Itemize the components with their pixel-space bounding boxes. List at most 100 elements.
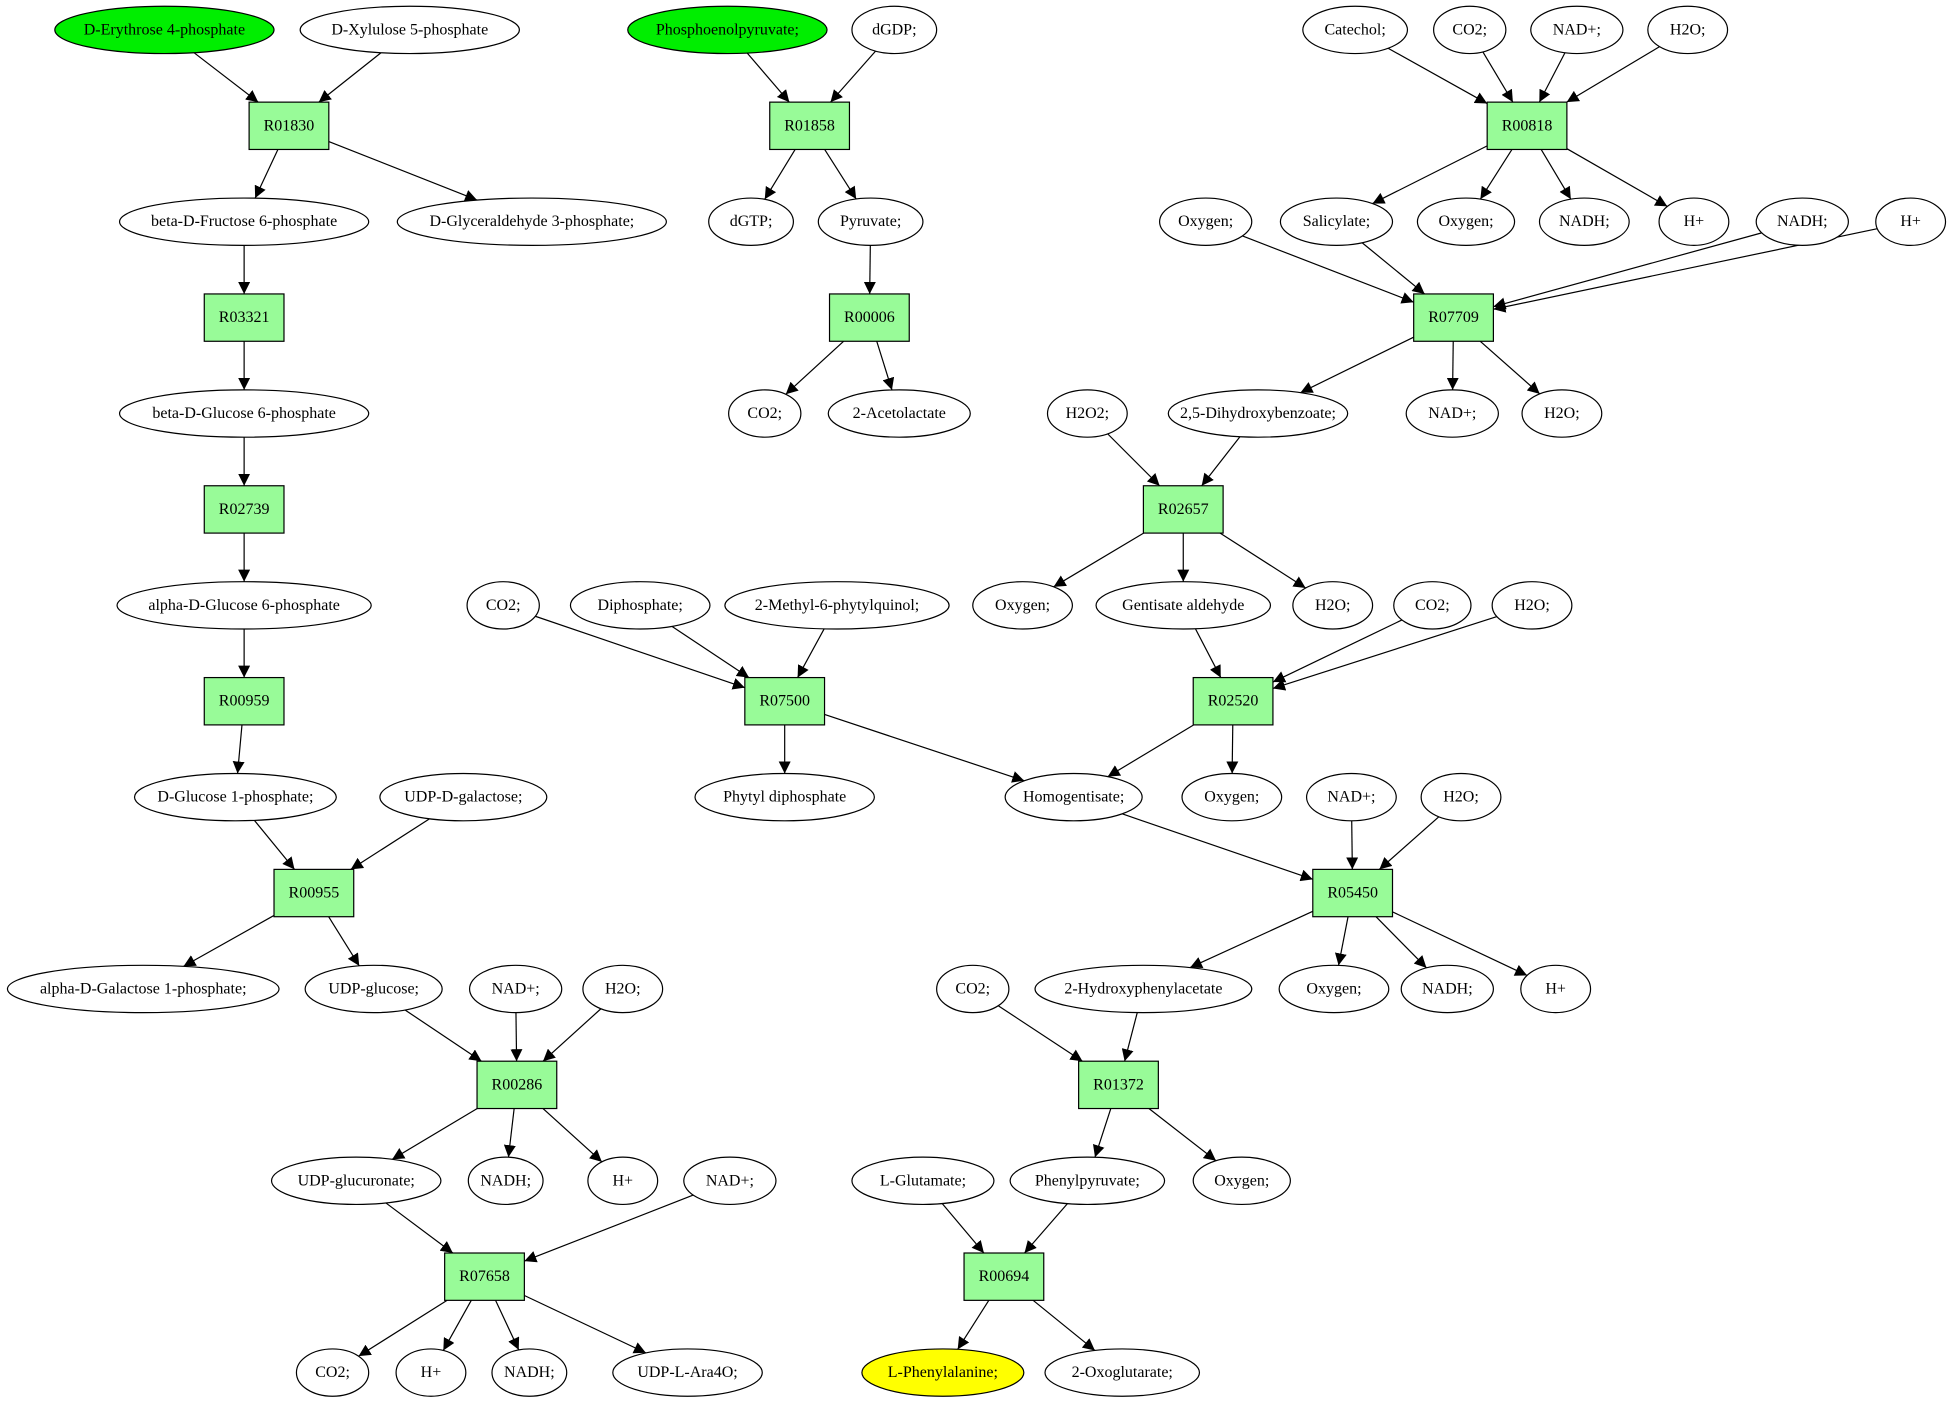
compound-label: Salicylate; [1303,213,1371,230]
compound-ellipse [1034,964,1253,1014]
edge-h2o_f-to-r02520 [1272,616,1498,691]
compound-node-g1p: D-Glucose 1-phosphate; [133,772,337,822]
compound-label: Phytyl diphosphate [723,789,846,806]
compound-ellipse [467,1156,544,1206]
compound-ellipse [1755,197,1849,246]
reaction-label: R02657 [1158,501,1209,518]
compound-node-udpara: UDP-L-Ara4O; [612,1348,763,1397]
edge-udpgal-to-r00955 [350,818,430,870]
compound-label: NADH; [504,1364,555,1381]
compound-ellipse [1302,5,1409,55]
reaction-label: R00959 [219,693,270,710]
compound-node-lglu: L-Glutamate; [851,1156,995,1206]
compound-ellipse [304,964,443,1014]
compound-ellipse [1305,772,1397,822]
compound-ellipse [1875,197,1947,246]
edge-r00955-to-agal1p [183,914,275,967]
compound-node-nadh_c: NADH; [1538,197,1630,246]
compound-label: H2O; [1514,597,1550,614]
edge-pep-to-r01858 [746,52,790,103]
compound-node-phytdp: Phytyl diphosphate [694,772,875,822]
compound-node-hpa: 2-Hydroxyphenylacetate [1034,964,1253,1014]
edge-r02657-to-oxy_c [1053,532,1144,588]
edge-phpyr-to-r00694 [1024,1203,1068,1254]
compound-ellipse [1433,5,1507,55]
compound-label: beta-D-Glucose 6-phosphate [152,405,336,422]
compound-node-oxoglu: 2-Oxoglutarate; [1044,1348,1201,1397]
compound-ellipse [1530,5,1624,55]
edge-nad_c-to-r00818 [1538,52,1566,103]
reaction-label: R00955 [289,885,340,902]
edge-co2_d-to-r07500 [535,615,746,690]
compound-ellipse [1400,964,1494,1014]
compound-ellipse [1647,5,1729,55]
compound-ellipse [1292,581,1374,630]
edge-r00694-to-oxoglu [1032,1299,1096,1351]
reaction-box [1413,293,1494,342]
compound-label: Pyruvate; [840,213,901,230]
reaction-label: R00818 [1502,117,1553,134]
compound-node-g3p: D-Glyceraldehyde 3-phosphate; [396,197,667,246]
compound-ellipse [299,5,520,55]
compound-ellipse [118,197,370,246]
reaction-box [828,293,910,342]
reaction-node-r02520: R02520 [1192,676,1274,726]
edge-r07709-to-h2o_d [1479,340,1541,395]
compound-label: 2-Oxoglutarate; [1072,1364,1173,1381]
reaction-box [963,1252,1045,1301]
compound-ellipse [133,772,337,822]
compound-label: H2O; [1315,597,1351,614]
edge-nad_e-to-r05450 [1346,820,1359,870]
edge-r00286-to-hplus_a [542,1108,603,1163]
compound-ellipse [396,197,667,246]
compound-label: Homogentisate; [1023,789,1124,806]
reaction-label: R01830 [264,117,315,134]
compound-ellipse [1167,389,1349,438]
reaction-node-r01372: R01372 [1078,1060,1159,1110]
compound-label: Gentisate aldehyde [1122,597,1244,614]
compound-node-agal1p: alpha-D-Galactose 1-phosphate; [6,964,280,1014]
compound-ellipse [1491,581,1573,630]
reaction-node-r00694: R00694 [963,1252,1045,1301]
compound-node-hplus_d: H+ [1875,197,1947,246]
compound-ellipse [395,1348,467,1397]
compound-label: NAD+; [492,980,540,997]
compound-ellipse [1192,1156,1291,1206]
compound-label: 2-Methyl-6-phytylquinol; [755,597,919,614]
reaction-node-r01858: R01858 [769,101,851,151]
compound-label: NADH; [480,1172,531,1189]
compound-ellipse [683,1156,777,1206]
compound-ellipse [936,964,1010,1014]
reaction-node-r00006: R00006 [828,293,910,342]
compound-node-nadh_b: NADH; [491,1348,568,1397]
compound-label: Oxygen; [1438,213,1493,230]
edge-r01830-to-g3p [328,140,478,202]
edge-h2o_a-to-r00286 [542,1008,602,1062]
compound-ellipse [295,1348,370,1397]
compound-ellipse [728,389,802,438]
edge-r00286-to-nadh_a [503,1108,516,1158]
compound-node-udpglc: UDP-glucose; [304,964,443,1014]
compound-ellipse [468,964,563,1014]
compound-label: D-Xylulose 5-phosphate [331,21,488,38]
edge-homogent-to-r05450 [1122,813,1313,882]
compound-node-ag6p: alpha-D-Glucose 6-phosphate [116,581,372,630]
compound-label: L-Phenylalanine; [888,1364,998,1381]
edge-co2_c-to-r00818 [1482,51,1514,103]
compound-node-co2_f: CO2; [936,964,1010,1014]
compound-ellipse [1279,197,1394,246]
compound-ellipse [6,964,280,1014]
edge-r05450-to-hpa [1189,910,1314,969]
edge-r07658-to-co2_a [358,1299,448,1357]
compound-ellipse [1420,772,1502,822]
compound-label: CO2; [486,597,521,614]
compound-node-mpq: 2-Methyl-6-phytylquinol; [724,581,950,630]
compound-label: H+ [1545,980,1566,997]
edge-r07709-to-nad_d [1446,341,1459,390]
compound-ellipse [582,964,664,1014]
reaction-node-r03321: R03321 [203,293,285,342]
reaction-label: R00694 [979,1268,1030,1285]
edge-r01372-to-oxy_f [1148,1108,1217,1162]
edge-pyr-to-r00006 [863,245,876,294]
compound-label: H+ [612,1172,633,1189]
